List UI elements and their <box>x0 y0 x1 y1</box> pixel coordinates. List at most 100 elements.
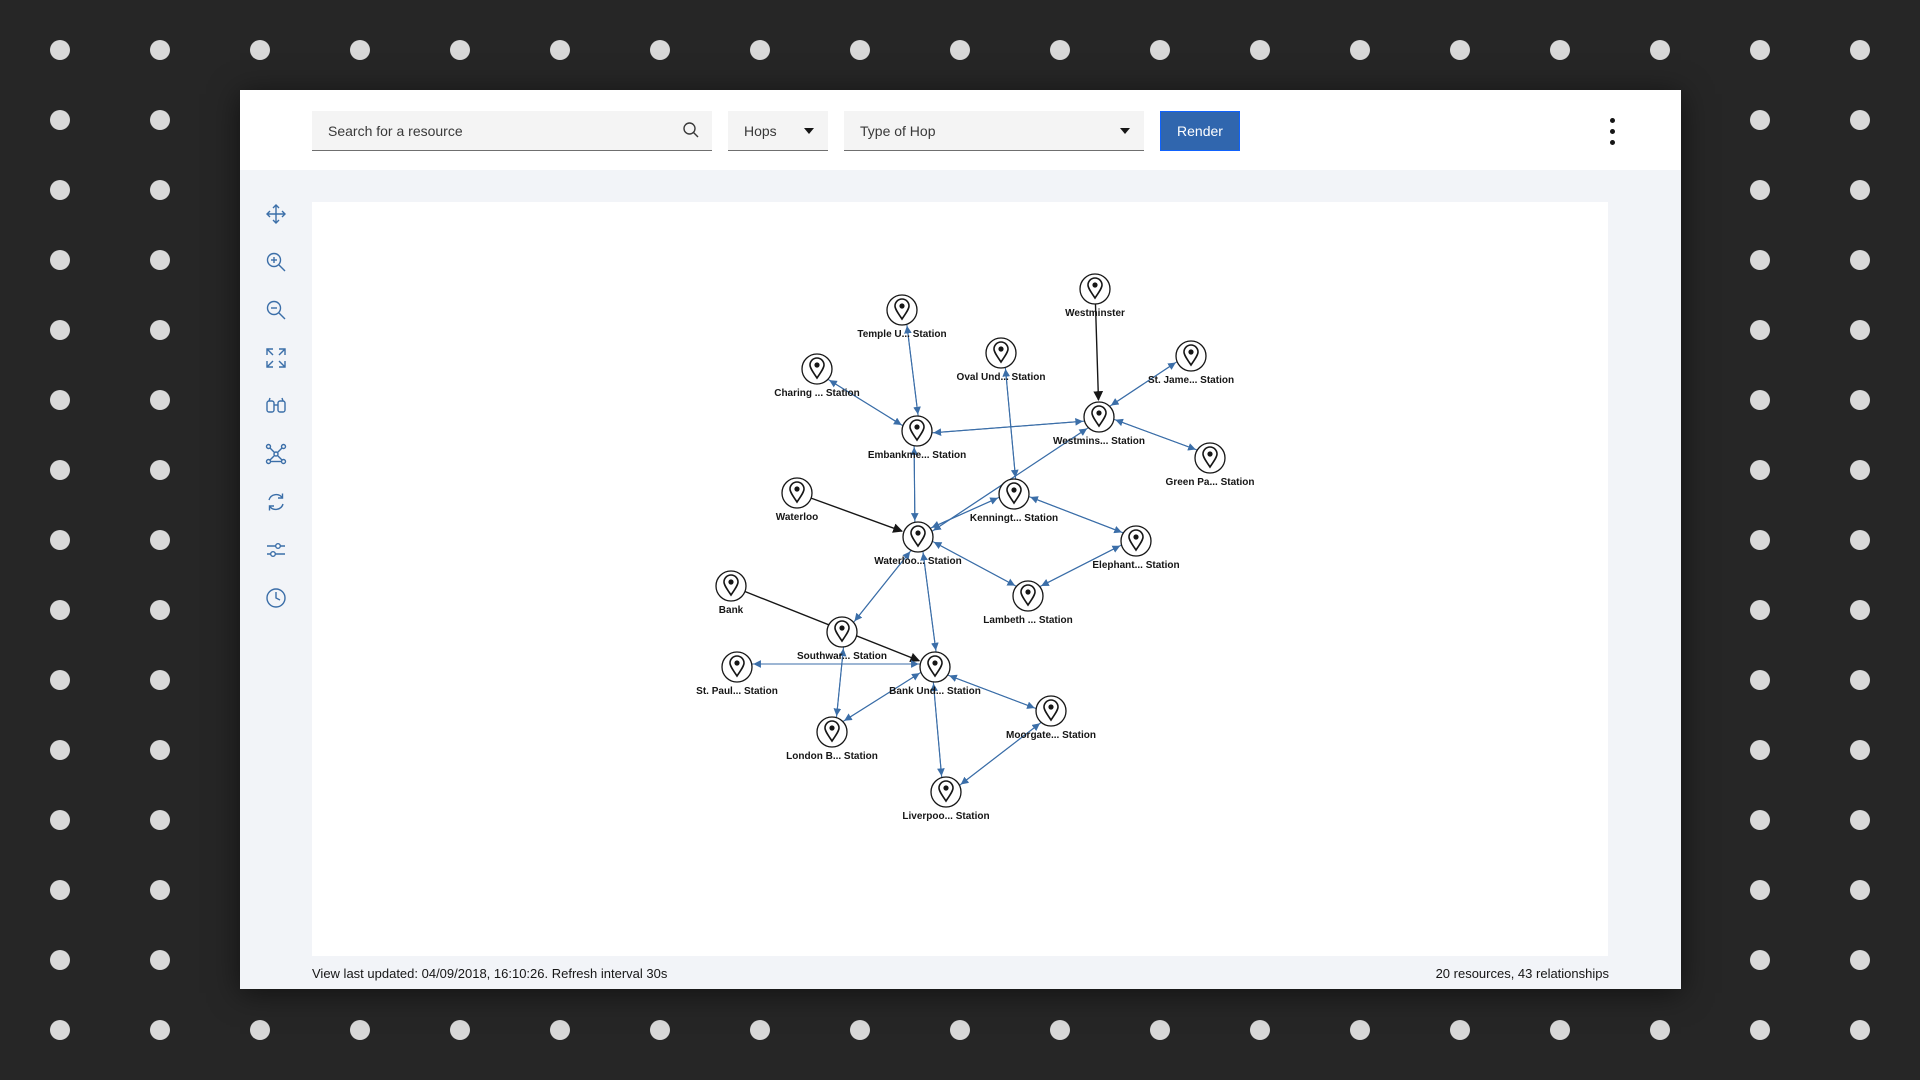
node-label: Moorgate... Station <box>1006 730 1096 741</box>
node-ring[interactable] <box>816 716 848 748</box>
graph-edge[interactable] <box>931 496 1000 528</box>
toolbar: Search for a resource Hops Type of Hop R… <box>240 90 1681 170</box>
find-binoculars-icon[interactable] <box>256 386 296 426</box>
node-ring[interactable] <box>919 651 951 683</box>
background-dot <box>150 880 170 900</box>
background-dot <box>650 1020 670 1040</box>
graph-edge[interactable] <box>959 723 1040 786</box>
graph-node[interactable]: Bank Und... Station <box>889 651 981 697</box>
graph-node[interactable]: St. Jame... Station <box>1148 340 1234 386</box>
graph-node[interactable]: Moorgate... Station <box>1006 695 1096 741</box>
location-pin-icon <box>1087 277 1103 300</box>
graph-node[interactable]: Kenningt... Station <box>970 478 1058 524</box>
node-ring[interactable] <box>902 521 934 553</box>
graph-edge[interactable] <box>1030 496 1124 534</box>
graph-node[interactable]: Waterloo <box>776 477 818 523</box>
settings-sliders-icon[interactable] <box>256 530 296 570</box>
node-ring[interactable] <box>998 478 1030 510</box>
node-ring[interactable] <box>1194 442 1226 474</box>
graph-node[interactable]: Elephant... Station <box>1092 525 1180 571</box>
graph-node[interactable]: Embankme... Station <box>868 415 966 461</box>
node-ring[interactable] <box>721 651 753 683</box>
render-button[interactable]: Render <box>1160 111 1240 151</box>
graph-node[interactable]: Temple U... Station <box>857 294 947 340</box>
node-ring[interactable] <box>901 415 933 447</box>
node-ring[interactable] <box>985 337 1017 369</box>
node-ring[interactable] <box>715 570 747 602</box>
background-dot <box>1150 1020 1170 1040</box>
graph-edge[interactable] <box>932 540 1016 586</box>
node-ring[interactable] <box>930 776 962 808</box>
background-dot <box>150 600 170 620</box>
graph-edge[interactable] <box>910 447 919 523</box>
node-ring[interactable] <box>826 616 858 648</box>
zoom-out-icon[interactable] <box>256 290 296 330</box>
graph-node[interactable]: Lambeth ... Station <box>983 580 1073 626</box>
graph-node[interactable]: Westmins... Station <box>1053 401 1145 447</box>
graph-node[interactable]: Green Pa... Station <box>1166 442 1255 488</box>
graph-node[interactable]: Westminster <box>1065 273 1125 319</box>
node-ring[interactable] <box>1035 695 1067 727</box>
graph-edge[interactable] <box>829 380 903 427</box>
graph-edge[interactable] <box>904 325 919 416</box>
hops-dropdown[interactable]: Hops <box>728 111 828 151</box>
graph-edge[interactable] <box>920 552 937 652</box>
fit-to-screen-icon[interactable] <box>256 338 296 378</box>
background-dot <box>1050 40 1070 60</box>
graph-node[interactable]: Liverpoo... Station <box>902 776 990 822</box>
background-dot <box>1350 1020 1370 1040</box>
node-ring[interactable] <box>886 294 918 326</box>
graph-edge[interactable] <box>949 674 1037 709</box>
search-icon[interactable] <box>682 121 700 142</box>
node-ring[interactable] <box>801 353 833 385</box>
node-ring[interactable] <box>1120 525 1152 557</box>
background-dot <box>1750 320 1770 340</box>
background-dot <box>850 1020 870 1040</box>
location-pin-dot <box>899 303 905 309</box>
graph-edge[interactable] <box>810 497 903 533</box>
search-input[interactable]: Search for a resource <box>312 111 712 151</box>
node-ring[interactable] <box>1012 580 1044 612</box>
graph-edge[interactable] <box>1002 368 1017 479</box>
type-of-hop-dropdown[interactable]: Type of Hop <box>844 111 1144 151</box>
refresh-icon[interactable] <box>256 482 296 522</box>
background-dot <box>50 740 70 760</box>
graph-node[interactable]: Oval Und... Station <box>957 337 1046 383</box>
graph-node[interactable]: London B... Station <box>786 716 878 762</box>
graph-edge[interactable] <box>1039 545 1121 588</box>
graph-edge[interactable] <box>853 551 911 623</box>
background-dot <box>1650 1020 1670 1040</box>
node-ring[interactable] <box>1083 401 1115 433</box>
history-clock-icon[interactable] <box>256 578 296 618</box>
background-dot <box>50 810 70 830</box>
layout-icon[interactable] <box>256 434 296 474</box>
background-dot <box>150 530 170 550</box>
background-dot <box>1050 1020 1070 1040</box>
graph-edge[interactable] <box>842 673 920 722</box>
graph-edge[interactable] <box>930 683 943 778</box>
zoom-in-icon[interactable] <box>256 242 296 282</box>
background-dot <box>350 40 370 60</box>
location-pin-icon <box>834 620 850 643</box>
graph-edge[interactable] <box>1093 303 1104 401</box>
node-ring[interactable] <box>781 477 813 509</box>
graph-edge[interactable] <box>1115 418 1198 451</box>
location-pin-dot <box>734 660 740 666</box>
graph-node[interactable]: Bank <box>715 570 747 616</box>
background-dot <box>50 950 70 970</box>
graph-node[interactable]: Charing ... Station <box>774 353 860 399</box>
move-icon[interactable] <box>256 194 296 234</box>
node-ring[interactable] <box>1175 340 1207 372</box>
node-label: Charing ... Station <box>774 388 860 399</box>
node-ring[interactable] <box>1079 273 1111 305</box>
graph-edge[interactable] <box>1109 362 1176 407</box>
overflow-menu-icon[interactable] <box>1600 118 1624 154</box>
graph-node[interactable]: Waterloo... Station <box>874 521 962 567</box>
graph-node[interactable]: Southwar... Station <box>797 616 887 662</box>
graph-edge[interactable] <box>835 648 847 718</box>
graph-node[interactable]: St. Paul... Station <box>696 651 778 697</box>
graph-edge[interactable] <box>933 420 1085 436</box>
